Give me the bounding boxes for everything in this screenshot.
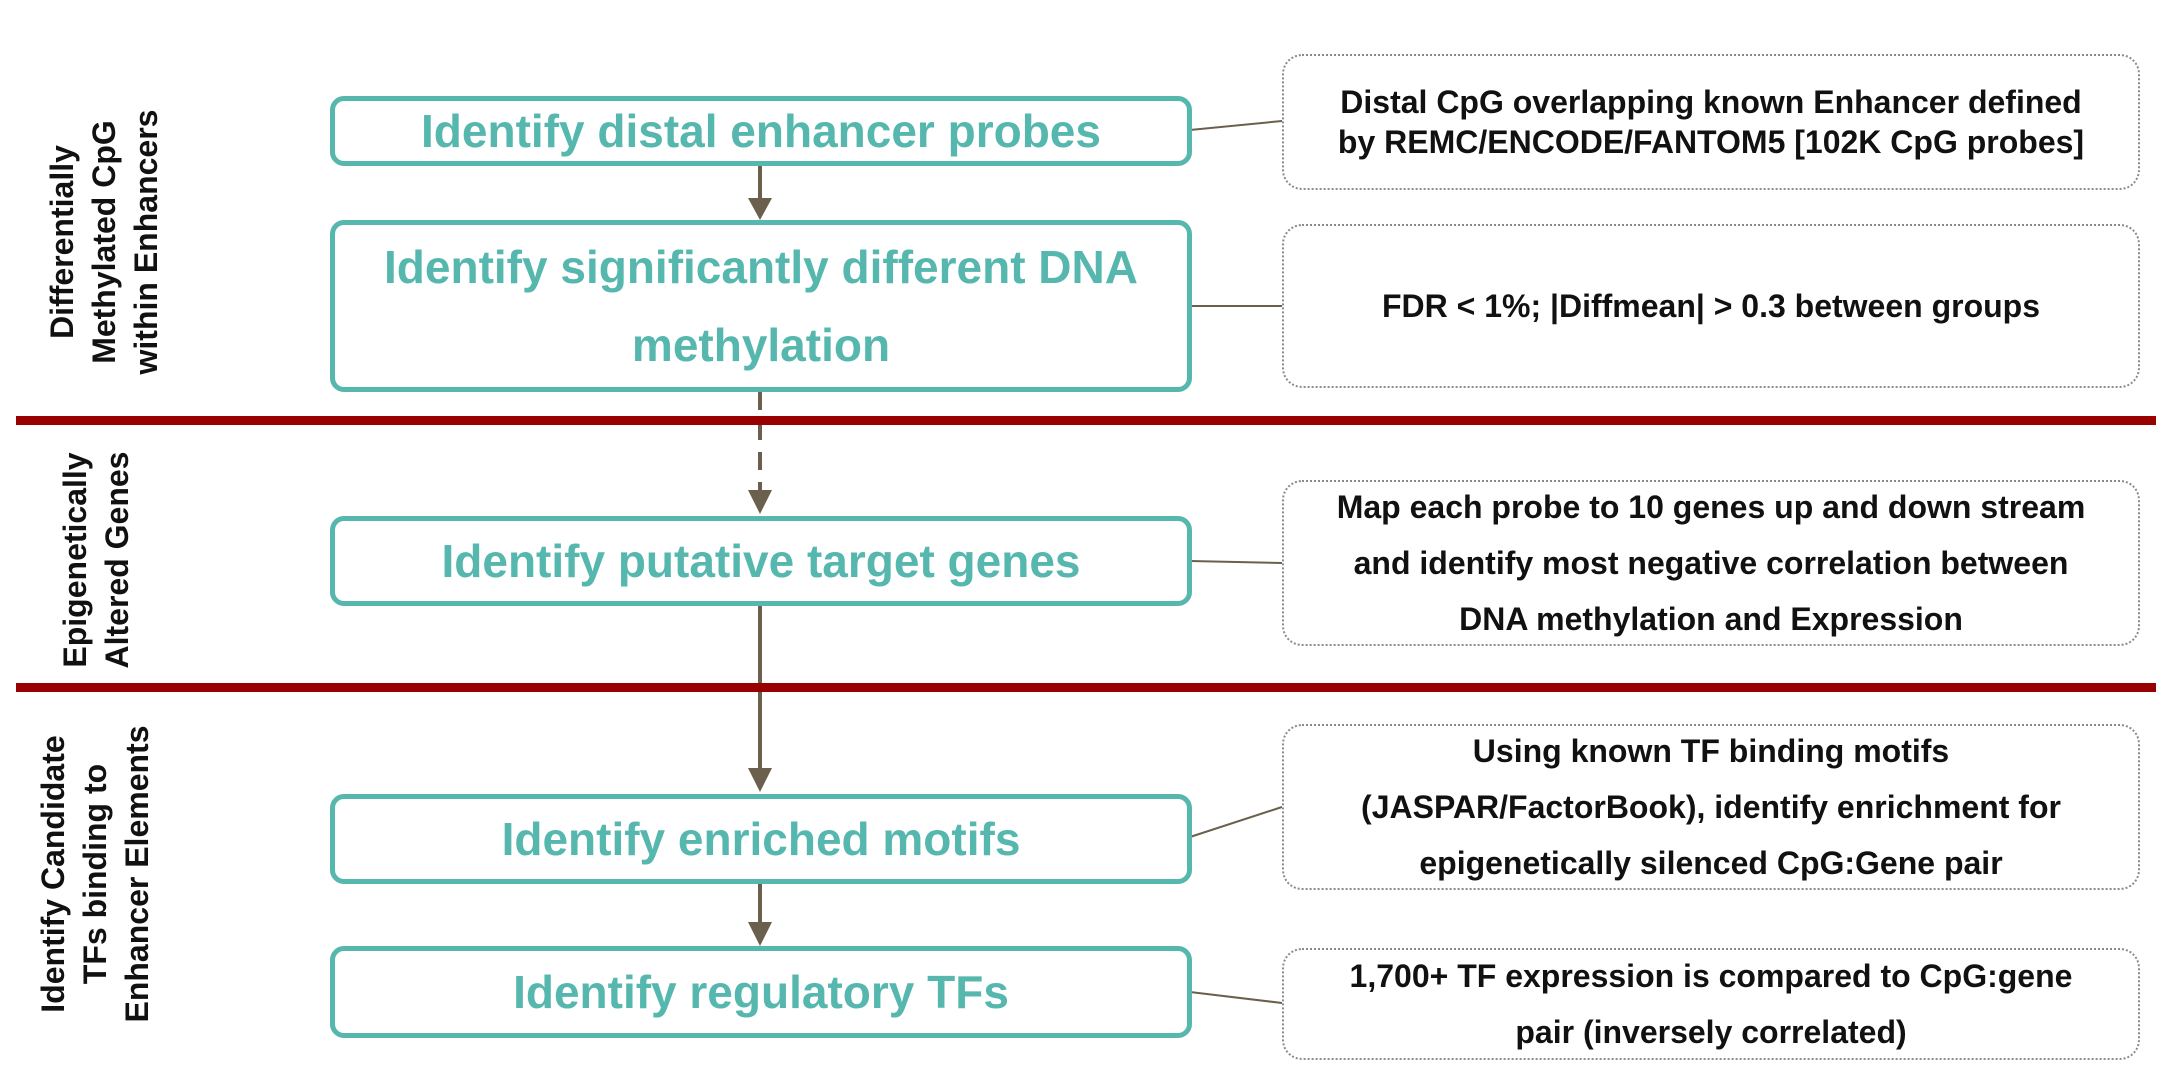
note-fdr-threshold: FDR < 1%; |Diffmean| > 0.3 between group… [1282, 224, 2140, 388]
connector-step3-note3 [1189, 560, 1283, 564]
step-putative-target-genes-label: Identify putative target genes [441, 535, 1081, 587]
section-label-altered-genes-text: Epigenetically Altered Genes [57, 451, 135, 669]
section-divider-1 [16, 416, 2156, 425]
note-map-probe-genes: Map each probe to 10 genes up and down s… [1282, 480, 2140, 646]
step-distal-enhancer-probes-label: Identify distal enhancer probes [421, 105, 1101, 157]
arrowhead-step2 [748, 198, 772, 220]
note-distal-cpg: Distal CpG overlapping known Enhancer de… [1282, 54, 2140, 190]
step-enriched-motifs-label: Identify enriched motifs [501, 813, 1021, 865]
section-divider-2 [16, 683, 2156, 692]
step-distal-enhancer-probes: Identify distal enhancer probes [330, 96, 1192, 166]
note-tf-binding-motifs-text: Using known TF binding motifs (JASPAR/Fa… [1361, 733, 2061, 881]
step-regulatory-tfs-label: Identify regulatory TFs [513, 966, 1009, 1018]
connector-step5-note5 [1189, 991, 1283, 1004]
step-significant-dna-methylation: Identify significantly different DNA met… [330, 220, 1192, 392]
arrowhead-step4 [748, 768, 772, 792]
step-significant-dna-methylation-label: Identify significantly different DNA met… [384, 241, 1138, 371]
arrowhead-step3 [748, 490, 772, 514]
section-label-candidate-tfs-text: Identify Candidate TFs binding to Enhanc… [35, 725, 155, 1023]
connector-step1-note1 [1189, 120, 1283, 131]
note-tf-expression-text: 1,700+ TF expression is compared to CpG:… [1349, 958, 2073, 1050]
section-label-enhancers-text: Differentially Methylated CpG within Enh… [44, 109, 164, 375]
note-tf-expression: 1,700+ TF expression is compared to CpG:… [1282, 948, 2140, 1060]
connector-step4-note4 [1189, 806, 1283, 838]
note-distal-cpg-text: Distal CpG overlapping known Enhancer de… [1337, 84, 2085, 160]
step-putative-target-genes: Identify putative target genes [330, 516, 1192, 606]
arrowhead-step5 [748, 922, 772, 946]
note-fdr-threshold-text: FDR < 1%; |Diffmean| > 0.3 between group… [1381, 288, 2041, 324]
step-regulatory-tfs: Identify regulatory TFs [330, 946, 1192, 1038]
note-tf-binding-motifs: Using known TF binding motifs (JASPAR/Fa… [1282, 724, 2140, 890]
step-enriched-motifs: Identify enriched motifs [330, 794, 1192, 884]
note-map-probe-genes-text: Map each probe to 10 genes up and down s… [1336, 489, 2086, 637]
